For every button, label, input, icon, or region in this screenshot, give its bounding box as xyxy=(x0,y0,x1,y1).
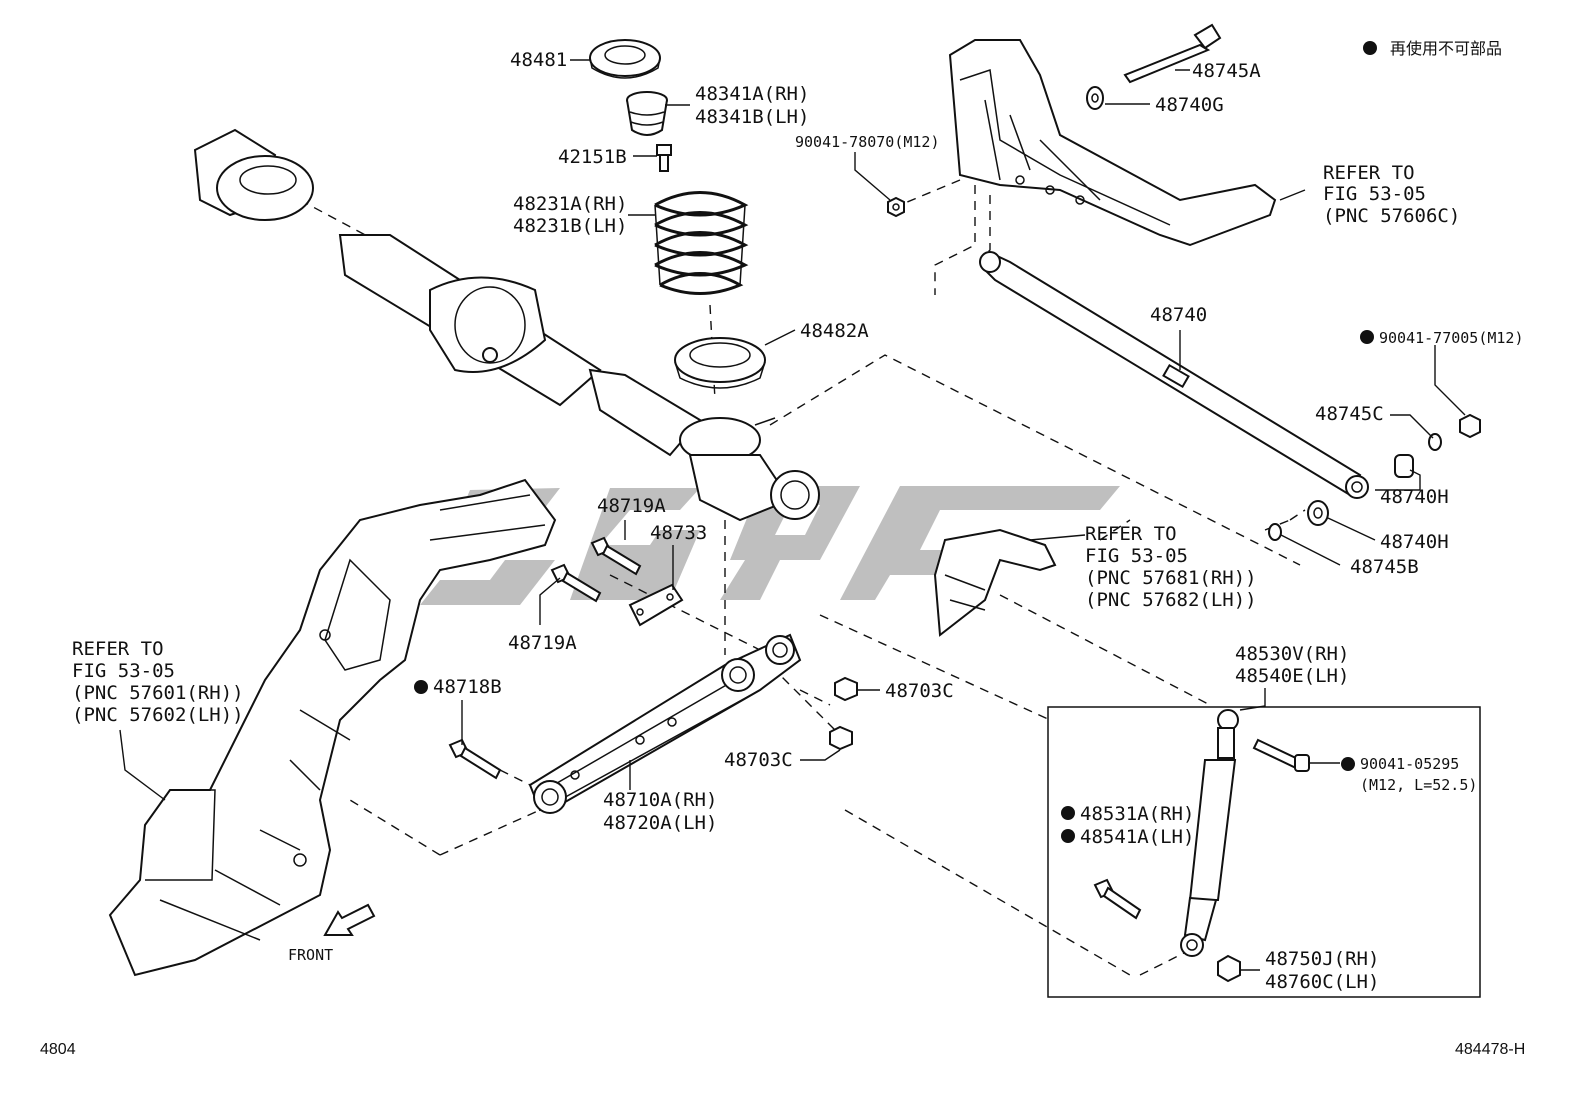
label-90041-78070: 90041-78070(M12) xyxy=(795,133,940,151)
label-48530v: 48530V(RH) xyxy=(1235,643,1349,665)
bushing-48740h-upper xyxy=(1394,454,1414,478)
bolt-48745a xyxy=(1123,23,1222,84)
refer-left-line3: (PNC 57601(RH)) xyxy=(72,682,244,704)
dashed-guide-lines xyxy=(299,179,1306,976)
bolt-90041-05295 xyxy=(1252,738,1310,772)
mid-bracket xyxy=(933,528,1057,637)
refer-left-line1: REFER TO xyxy=(72,638,164,660)
upper-spring-seat xyxy=(589,39,661,79)
non-reusable-dot-48718b xyxy=(414,680,428,694)
refer-middle-line3: (PNC 57681(RH)) xyxy=(1085,567,1257,589)
label-48719a-lower: 48719A xyxy=(508,632,577,654)
bolt-42151b xyxy=(656,144,672,172)
lower-control-arm xyxy=(528,633,802,814)
leader-lines xyxy=(119,59,1466,971)
coil-spring xyxy=(654,191,749,295)
label-48719a-upper: 48719A xyxy=(597,495,666,517)
non-reusable-dot-legend xyxy=(1363,41,1377,55)
refer-left-line2: FIG 53-05 xyxy=(72,660,175,682)
nut-90041-78070 xyxy=(887,196,905,218)
washer-48740g xyxy=(1086,86,1104,110)
bolt-48531a xyxy=(1093,878,1142,920)
nut-48750j xyxy=(1217,954,1241,983)
label-48745c: 48745C xyxy=(1315,403,1384,425)
label-48341b: 48341B(LH) xyxy=(695,106,809,128)
label-48703c-upper: 48703C xyxy=(885,680,954,702)
label-48718b: 48718B xyxy=(433,676,502,698)
label-48745a: 48745A xyxy=(1192,60,1261,82)
nut-48703c-lower xyxy=(829,725,853,751)
front-label: FRONT xyxy=(288,946,333,964)
non-reusable-dot-48541a xyxy=(1061,829,1075,843)
plate-48733 xyxy=(628,583,684,627)
rear-axle-housing xyxy=(193,128,820,522)
label-48720a: 48720A(LH) xyxy=(603,812,717,834)
label-48531a: 48531A(RH) xyxy=(1080,803,1194,825)
label-90041-77005: 90041-77005(M12) xyxy=(1379,329,1524,347)
non-reusable-dot-48531a xyxy=(1061,806,1075,820)
label-48703c-lower: 48703C xyxy=(724,749,793,771)
bolt-48718b xyxy=(448,738,502,780)
refer-top-right-line1: REFER TO xyxy=(1323,162,1415,184)
label-48482a: 48482A xyxy=(800,320,869,342)
refer-middle-line4: (PNC 57682(LH)) xyxy=(1085,589,1257,611)
footer-left-code: 4804 xyxy=(40,1041,76,1058)
washer-48745b xyxy=(1268,523,1282,541)
label-48750j: 48750J(RH) xyxy=(1265,948,1379,970)
label-48760c: 48760C(LH) xyxy=(1265,971,1379,993)
shock-absorber-box xyxy=(1047,706,1481,998)
nut-90041-77005 xyxy=(1459,413,1481,439)
label-48745b: 48745B xyxy=(1350,556,1419,578)
label-48541a: 48541A(LH) xyxy=(1080,826,1194,848)
front-arrow-icon xyxy=(323,903,376,936)
label-48231a: 48231A(RH) xyxy=(513,193,627,215)
label-90041-05295: 90041-05295 xyxy=(1360,755,1459,773)
refer-middle-line1: REFER TO xyxy=(1085,523,1177,545)
bolt-48719a-lower xyxy=(550,563,602,603)
label-48733: 48733 xyxy=(650,522,707,544)
washer-48745c xyxy=(1428,433,1442,451)
label-48540e: 48540E(LH) xyxy=(1235,665,1349,687)
legend-text: 再使用不可部品 xyxy=(1390,39,1502,58)
label-48481: 48481 xyxy=(510,49,567,71)
refer-top-right-line3: (PNC 57606C) xyxy=(1323,205,1460,227)
frame-rail xyxy=(108,478,557,977)
non-reusable-dot-90041-77005 xyxy=(1360,330,1374,344)
lateral-control-rod xyxy=(979,251,1369,499)
lower-spring-seat xyxy=(674,337,766,389)
footer-right-code: 484478-H xyxy=(1455,1041,1525,1058)
shock-absorber xyxy=(1180,709,1239,957)
refer-middle-line2: FIG 53-05 xyxy=(1085,545,1188,567)
label-48710a: 48710A(RH) xyxy=(603,789,717,811)
label-48740g: 48740G xyxy=(1155,94,1224,116)
label-42151b: 42151B xyxy=(558,146,627,168)
label-48231b: 48231B(LH) xyxy=(513,215,627,237)
label-48740h-upper: 48740H xyxy=(1380,486,1449,508)
label-48341a: 48341A(RH) xyxy=(695,83,809,105)
label-90041-05295-spec: (M12, L=52.5) xyxy=(1360,776,1477,794)
non-reusable-dot-90041-05295 xyxy=(1341,757,1355,771)
label-48740h-lower: 48740H xyxy=(1380,531,1449,553)
non-reusable-markers xyxy=(414,41,1377,843)
crossmember-bracket xyxy=(948,39,1277,247)
bolt-48719a-upper xyxy=(590,536,642,576)
label-48740: 48740 xyxy=(1150,304,1207,326)
refer-top-right-line2: FIG 53-05 xyxy=(1323,183,1426,205)
bump-stopper xyxy=(626,91,668,136)
refer-left-line4: (PNC 57602(LH)) xyxy=(72,704,244,726)
nut-48703c-upper xyxy=(834,676,858,702)
bushing-48740h-lower xyxy=(1307,500,1329,526)
